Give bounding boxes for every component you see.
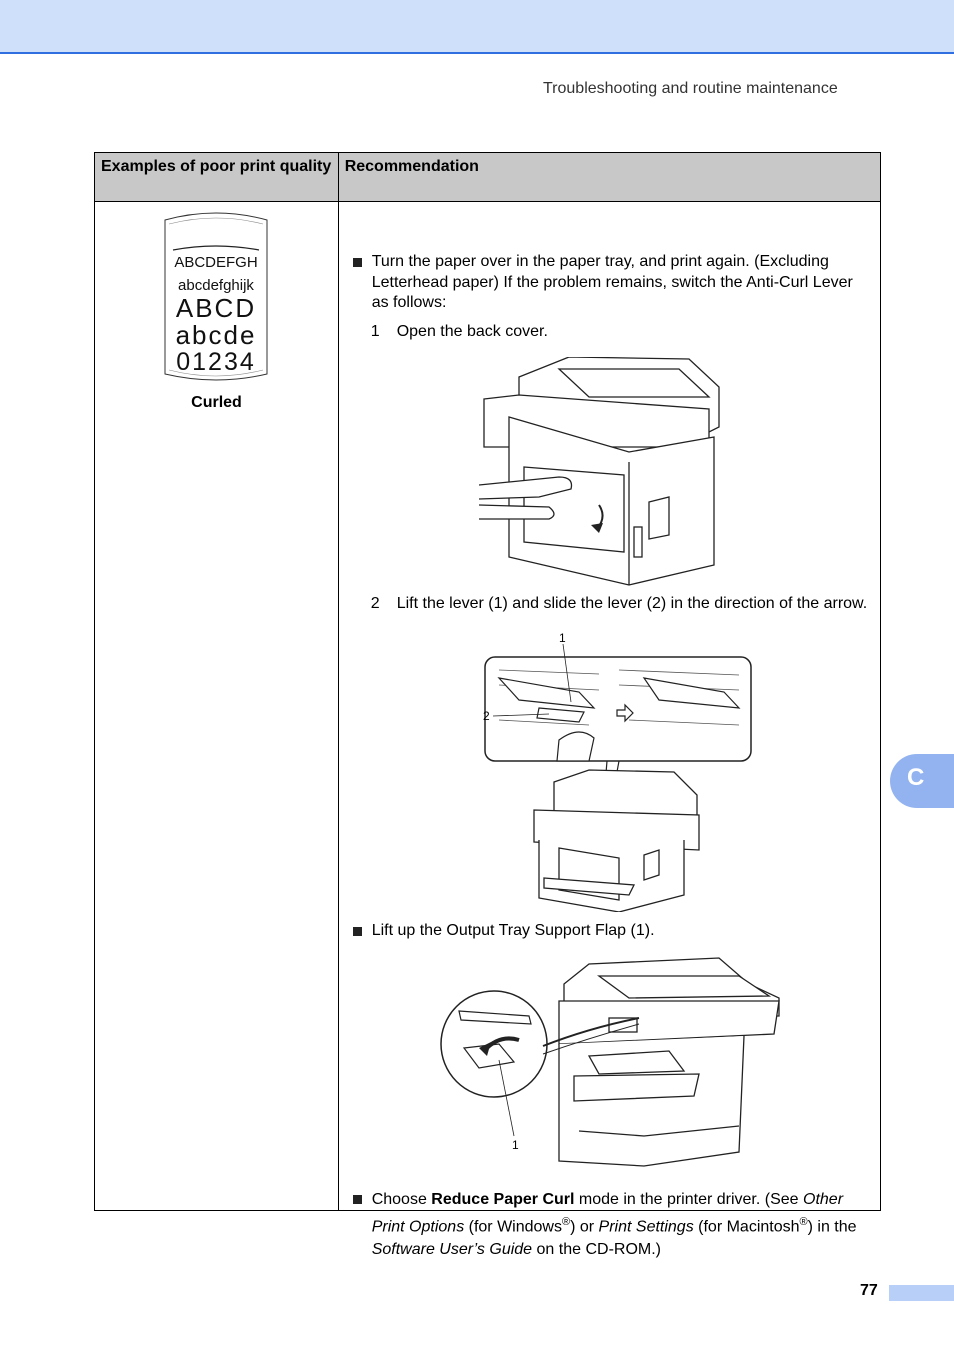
column-header-recommendation: Recommendation <box>337 152 882 202</box>
print-quality-table: Examples of poor print quality Recommend… <box>94 152 882 1258</box>
anti-curl-lever-figure: 1 2 <box>483 631 752 912</box>
sample-line-2: abcdefghijk <box>178 277 254 294</box>
bullet-marker <box>352 254 370 274</box>
page-number: 77 <box>860 1282 878 1299</box>
bullet-marker <box>352 923 370 943</box>
bullet-lift-flap: Lift up the Output Tray Support Flap (1)… <box>371 922 655 939</box>
example-cell: ABCDEFGH abcdefghijk ABCD abcde 01234 Cu… <box>94 201 339 1211</box>
bullet-reduce-paper-curl: Choose Reduce Paper Curl mode in the pri… <box>371 1191 857 1259</box>
sample-line-4: abcde <box>176 320 257 350</box>
example-caption: Curled <box>191 394 242 411</box>
recommendation-cell: Turn the paper over in the paper tray, a… <box>337 201 882 1258</box>
header-band <box>0 0 954 54</box>
back-cover-figure <box>478 357 720 586</box>
sample-line-5: 01234 <box>176 348 256 376</box>
column-header-examples: Examples of poor print quality <box>94 152 339 202</box>
page-number-bar <box>889 1285 954 1301</box>
figure3-callout-1: 1 <box>512 1138 519 1152</box>
running-header: Troubleshooting and routine maintenance <box>543 80 838 97</box>
sample-line-1: ABCDEFGH <box>174 254 257 271</box>
figure2-callout-2: 2 <box>483 709 490 723</box>
bullet-marker <box>352 1191 370 1211</box>
sample-line-3: ABCD <box>176 293 256 323</box>
figure2-callout-1: 1 <box>559 631 566 645</box>
output-tray-figure: 1 <box>439 957 780 1167</box>
curled-paper-sample: ABCDEFGH abcdefghijk ABCD abcde 01234 <box>164 212 268 381</box>
chapter-tab: C <box>890 754 954 808</box>
bullet-turn-paper: Turn the paper over in the paper tray, a… <box>371 253 853 311</box>
